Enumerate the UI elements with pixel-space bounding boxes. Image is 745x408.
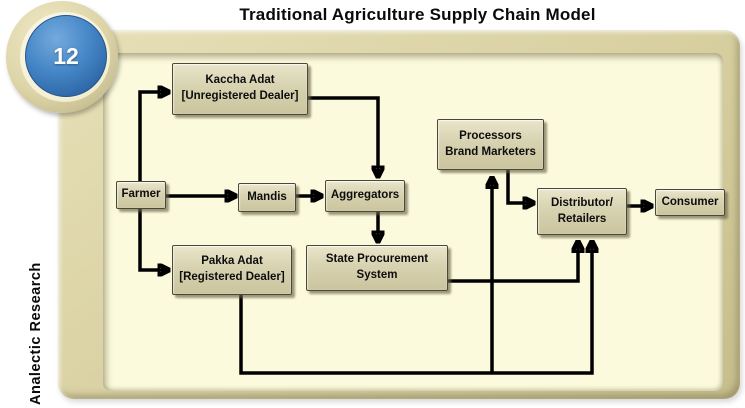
node-mandis: Mandis xyxy=(238,183,296,212)
edge-kaccha-aggregators xyxy=(308,96,378,175)
edge-farmer-pakka xyxy=(138,207,167,270)
edge-state-distributor xyxy=(446,243,578,283)
node-processors-brand-marketers: Processors Brand Marketers xyxy=(437,119,544,170)
node-kaccha-adat: Kaccha Adat [Unregistered Dealer] xyxy=(172,63,308,115)
slide-number-badge: 12 xyxy=(25,15,107,97)
node-aggregators: Aggregators xyxy=(325,180,405,212)
node-consumer: Consumer xyxy=(655,189,725,216)
node-pakka-adat: Pakka Adat [Registered Dealer] xyxy=(172,245,292,295)
edge-processors-distributor xyxy=(506,168,532,203)
edge-farmer-kaccha xyxy=(138,92,167,181)
slide-number-badge-ring: 12 xyxy=(6,1,118,113)
node-farmer: Farmer xyxy=(116,181,166,209)
slide-number: 12 xyxy=(53,42,79,69)
node-state-procurement-system: State Procurement System xyxy=(306,245,448,291)
diagram-title: Traditional Agriculture Supply Chain Mod… xyxy=(239,5,596,24)
edge-pakka-distributor xyxy=(239,243,592,375)
node-distributor-retailers: Distributor/ Retailers xyxy=(537,188,627,235)
